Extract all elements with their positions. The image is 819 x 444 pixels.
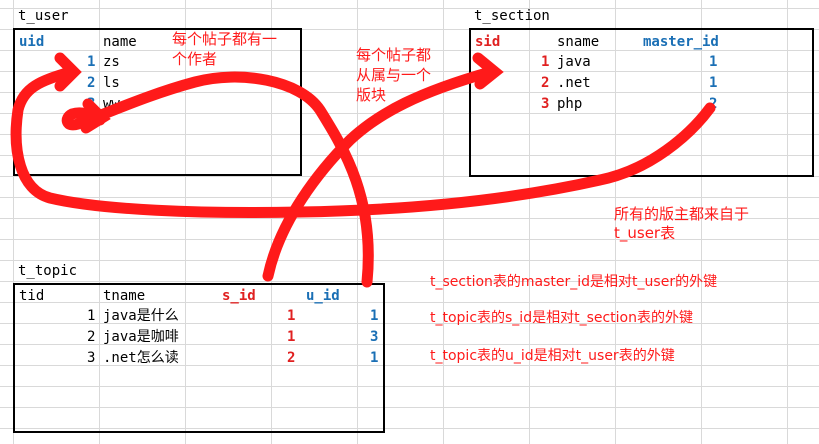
t-topic-row2-u-id: 3 <box>370 329 379 345</box>
t-user-caption: t_user <box>18 8 69 24</box>
t-section-row1-sname: java <box>557 54 591 70</box>
t-section-header-sname: sname <box>557 34 600 50</box>
t-user-row2-uid: 2 <box>87 75 96 91</box>
t-topic-row1-tid: 1 <box>87 308 96 324</box>
t-topic-row3-u-id: 1 <box>370 350 379 366</box>
t-topic-row2-tname: java是咖啡 <box>103 329 179 345</box>
t-topic-row2-tid: 2 <box>87 329 96 345</box>
t-topic-header-u-id: u_id <box>306 288 340 304</box>
t-user-header-name: name <box>103 34 137 50</box>
t-topic-table: tid tname s_id u_id 1 java是什么 1 1 2 java… <box>13 283 385 433</box>
t-topic-header-tid: tid <box>19 288 45 304</box>
t-topic-row3-tname: .net怎么读 <box>103 350 179 366</box>
t-section-header-sid: sid <box>475 34 501 50</box>
note-fk-s-id: t_topic表的s_id是相对t_section表的外键 <box>430 310 693 326</box>
t-section-row1-master-id: 1 <box>709 54 718 70</box>
t-topic-row1-tname: java是什么 <box>103 308 179 324</box>
note-author-line1: 每个帖子都有一 <box>172 30 278 48</box>
note-fk-u-id: t_topic表的u_id是相对t_user表的外键 <box>430 348 675 364</box>
t-topic-row3-s-id: 2 <box>287 350 296 366</box>
t-user-row2-name: ls <box>103 75 120 91</box>
t-section-row1-sid: 1 <box>541 54 550 70</box>
note-section-line1: 每个帖子都 <box>356 46 432 64</box>
t-section-row2-sid: 2 <box>541 75 550 91</box>
t-user-row1-uid: 1 <box>87 54 96 70</box>
note-section-line3: 版块 <box>356 86 387 104</box>
t-section-header-master-id: master_id <box>643 34 719 50</box>
note-fk-master-id: t_section表的master_id是相对t_user的外键 <box>430 274 718 290</box>
t-section-row2-master-id: 1 <box>709 75 718 91</box>
note-author-line2: 个作者 <box>172 50 218 68</box>
t-section-row3-master-id: 2 <box>709 96 718 112</box>
t-topic-row3-tid: 3 <box>87 350 96 366</box>
t-topic-header-s-id: s_id <box>222 288 256 304</box>
note-master-line1: 所有的版主都来自于 <box>614 205 750 223</box>
t-topic-row1-s-id: 1 <box>287 308 296 324</box>
t-section-table: sid sname master_id 1 java 1 2 .net 1 3 … <box>469 28 814 177</box>
t-user-row1-name: zs <box>103 54 120 70</box>
t-user-row3-uid: 3 <box>87 96 96 112</box>
note-master-line2: t_user表 <box>614 224 676 242</box>
t-topic-row2-s-id: 1 <box>287 329 296 345</box>
t-section-caption: t_section <box>474 8 550 24</box>
t-section-row3-sname: php <box>557 96 583 112</box>
t-topic-row1-u-id: 1 <box>370 308 379 324</box>
t-topic-caption: t_topic <box>18 263 78 279</box>
t-user-header-uid: uid <box>19 34 45 50</box>
t-section-row2-sname: .net <box>557 75 591 91</box>
t-user-row3-name: ww <box>103 96 120 112</box>
note-section-line2: 从属与一个 <box>356 66 432 84</box>
t-user-table: uid name 1 zs 2 ls 3 ww <box>13 28 302 176</box>
t-topic-header-tname: tname <box>103 288 146 304</box>
t-section-row3-sid: 3 <box>541 96 550 112</box>
